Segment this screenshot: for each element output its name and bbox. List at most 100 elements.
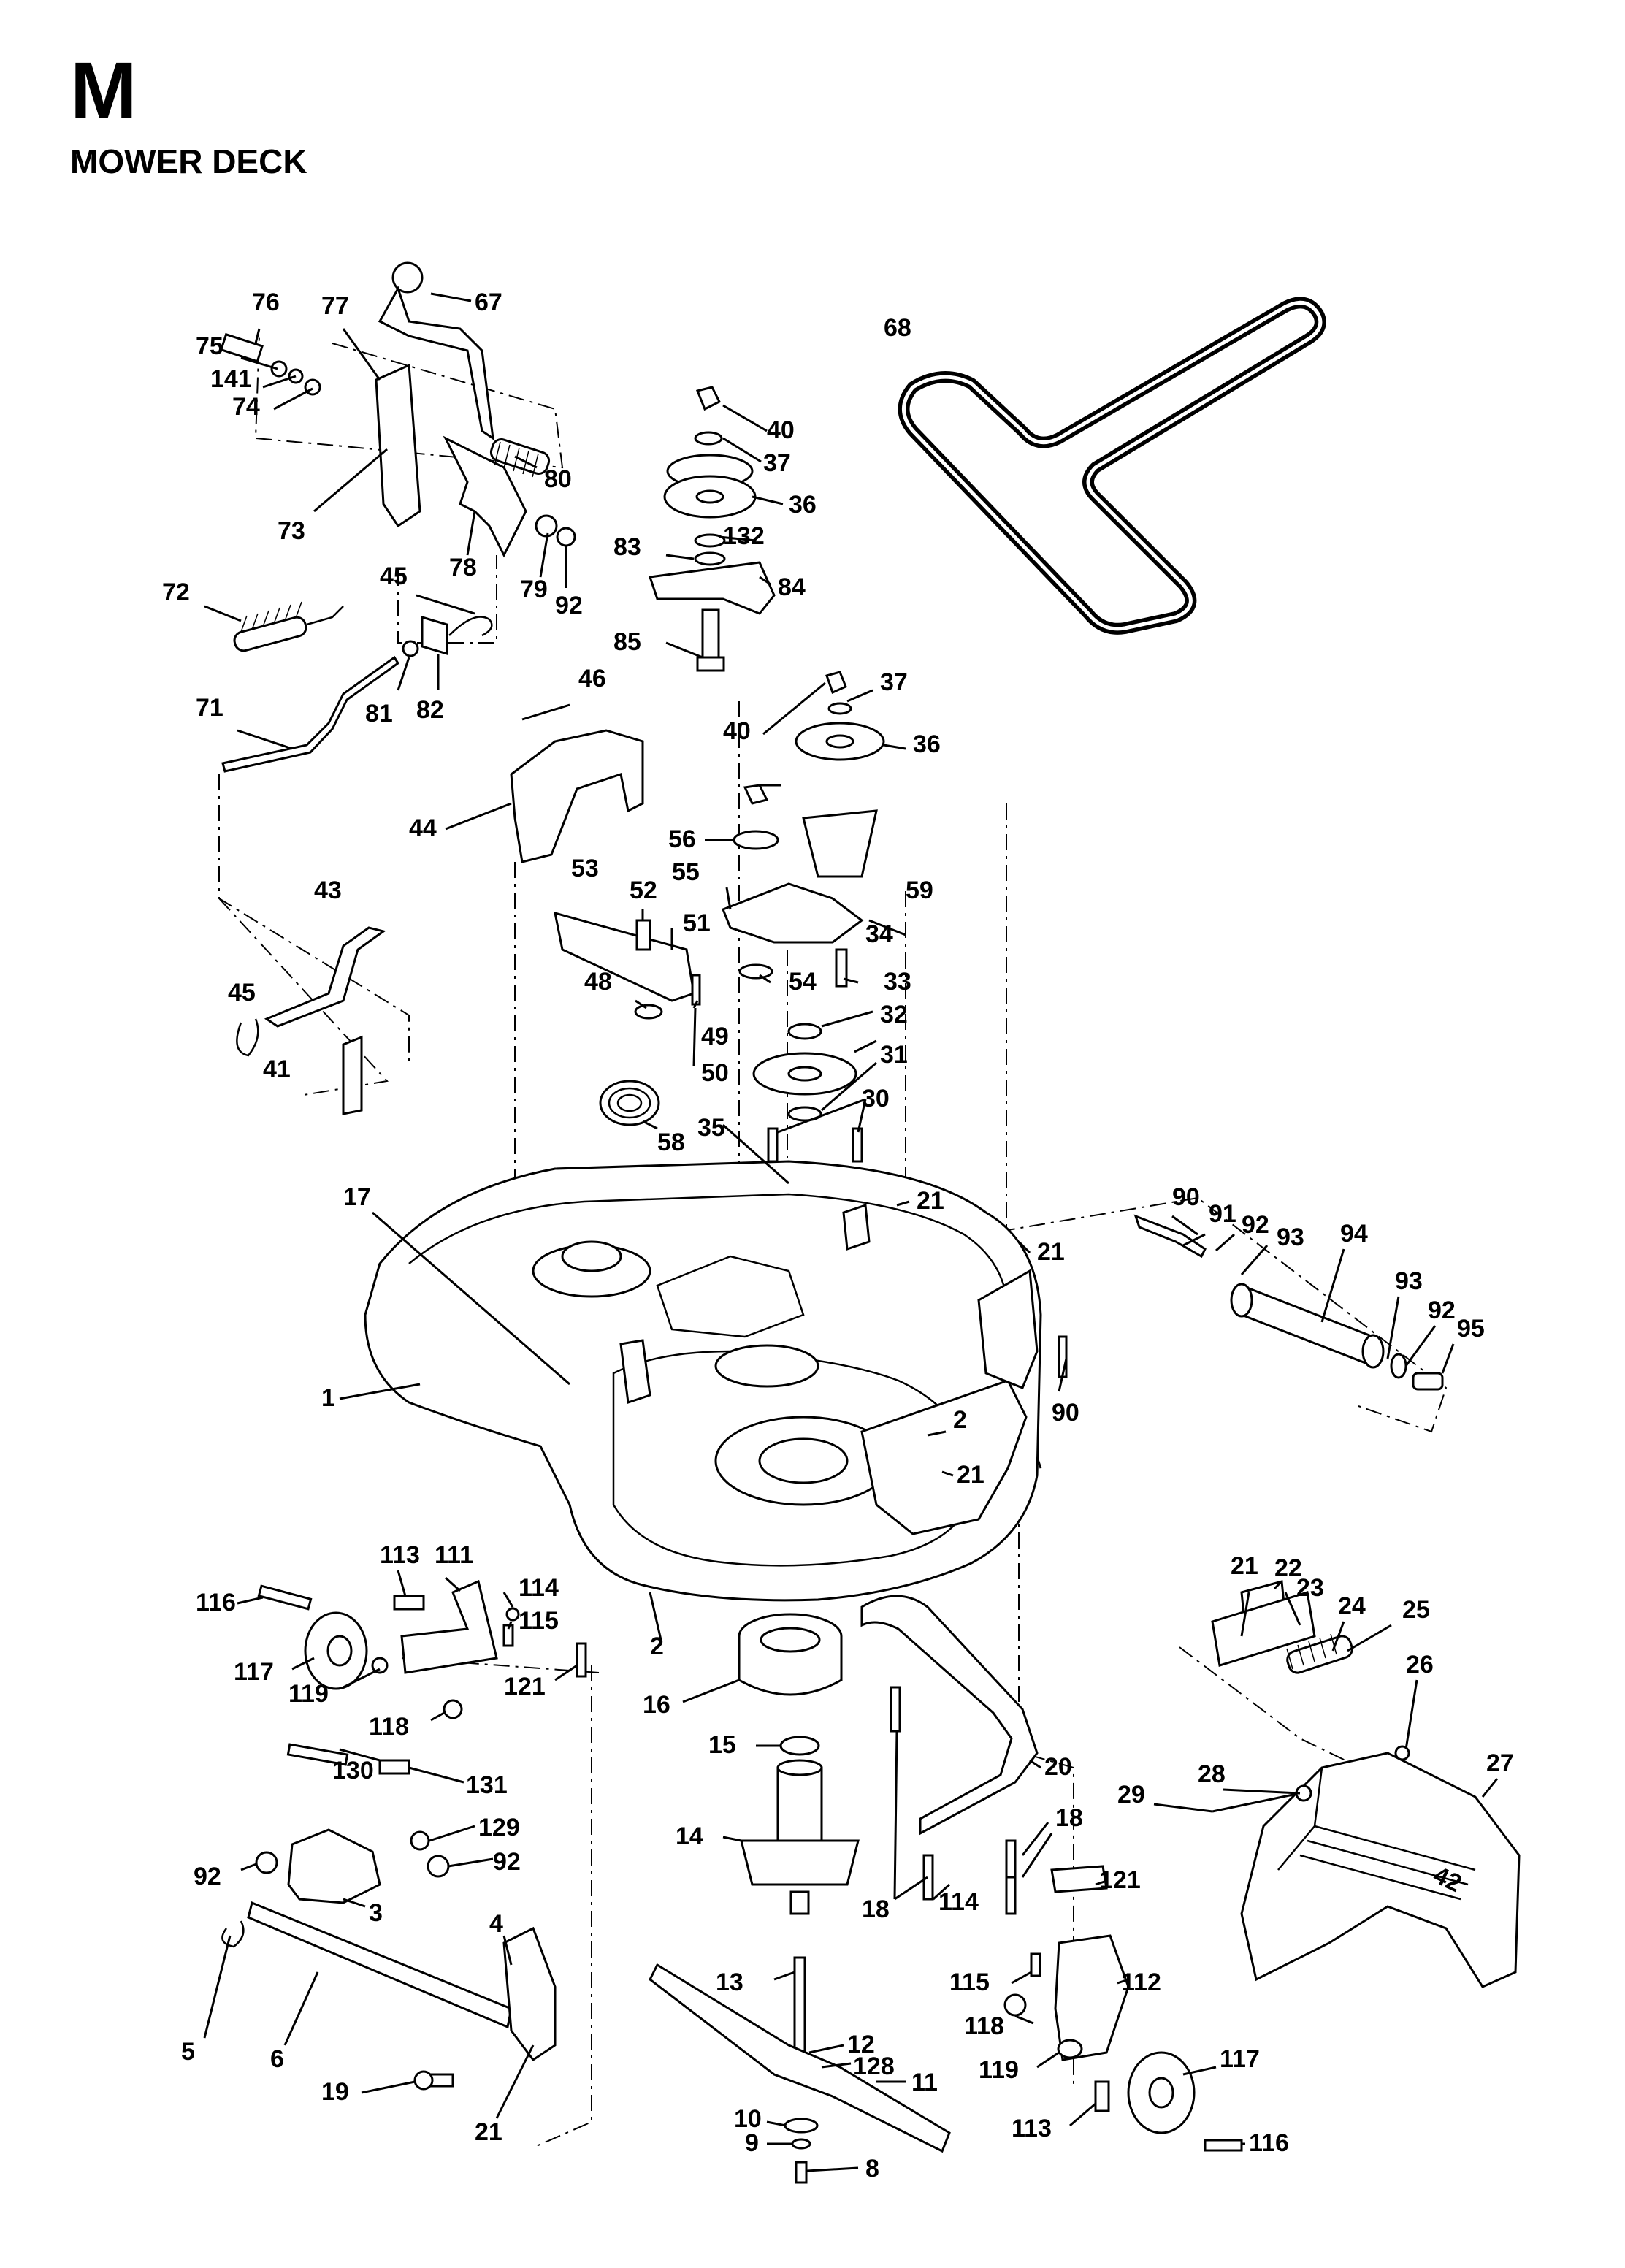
callout-92-d: 92 xyxy=(194,1863,221,1890)
callout-116-b: 116 xyxy=(1249,2129,1289,2157)
callout-55: 55 xyxy=(672,858,700,886)
callout-45-a: 45 xyxy=(380,562,408,590)
discharge-chute-27 xyxy=(1240,1752,1521,1988)
callout-36-b: 36 xyxy=(913,730,941,758)
section-title: MOWER DECK xyxy=(70,142,307,180)
callout-1: 1 xyxy=(321,1384,335,1412)
callout-78: 78 xyxy=(449,554,477,581)
callout-130: 130 xyxy=(332,1757,374,1784)
callout-41: 41 xyxy=(263,1055,291,1083)
callout-141: 141 xyxy=(210,365,252,393)
callout-73: 73 xyxy=(278,517,305,545)
callout-31: 31 xyxy=(880,1041,908,1069)
callout-2-a: 2 xyxy=(953,1406,967,1434)
baffle-20 xyxy=(860,1595,1039,1836)
callout-40-a: 40 xyxy=(767,416,795,444)
callout-71: 71 xyxy=(196,694,223,722)
callout-19: 19 xyxy=(321,2078,349,2106)
callout-80: 80 xyxy=(544,465,572,493)
callout-34: 34 xyxy=(865,920,893,948)
callout-93-b: 93 xyxy=(1395,1267,1423,1295)
callout-121-a: 121 xyxy=(504,1673,546,1700)
callout-93-a: 93 xyxy=(1277,1223,1304,1251)
callout-6: 6 xyxy=(270,2045,284,2073)
callout-90-a: 90 xyxy=(1172,1183,1200,1211)
callout-75: 75 xyxy=(196,332,223,360)
callout-28: 28 xyxy=(1198,1760,1226,1788)
section-letter: M xyxy=(70,46,137,136)
callout-9: 9 xyxy=(745,2129,759,2157)
callout-76: 76 xyxy=(252,289,280,316)
callout-79: 79 xyxy=(520,576,548,603)
callout-92-a: 92 xyxy=(555,592,583,619)
callout-119-a: 119 xyxy=(288,1680,329,1708)
callout-30: 30 xyxy=(862,1085,890,1112)
callout-23: 23 xyxy=(1296,1574,1324,1602)
callout-37-a: 37 xyxy=(763,449,791,477)
callout-20: 20 xyxy=(1044,1753,1072,1781)
callout-21-b: 21 xyxy=(1037,1238,1065,1266)
callout-33: 33 xyxy=(884,968,911,996)
callout-67: 67 xyxy=(475,289,502,316)
callout-14: 14 xyxy=(676,1822,703,1850)
callout-131: 131 xyxy=(466,1771,508,1799)
callout-51: 51 xyxy=(683,909,711,937)
callout-25: 25 xyxy=(1402,1596,1430,1624)
callout-81: 81 xyxy=(365,700,393,728)
callout-4: 4 xyxy=(489,1910,503,1938)
callout-24: 24 xyxy=(1338,1592,1366,1620)
callout-37-b: 37 xyxy=(880,668,908,696)
callout-45-b: 45 xyxy=(228,979,256,1007)
belt-68 xyxy=(898,297,1326,635)
callout-121-b: 121 xyxy=(1099,1866,1141,1894)
callout-36-a: 36 xyxy=(789,491,817,519)
callout-12: 12 xyxy=(847,2031,875,2058)
callout-43: 43 xyxy=(314,877,342,904)
callout-56: 56 xyxy=(668,825,696,853)
callout-116-a: 116 xyxy=(196,1589,236,1616)
callout-26: 26 xyxy=(1406,1651,1434,1679)
callout-91: 91 xyxy=(1209,1200,1236,1228)
callout-21-d: 21 xyxy=(1231,1552,1258,1580)
callout-8: 8 xyxy=(865,2155,879,2183)
callout-50: 50 xyxy=(701,1059,729,1087)
callout-112: 112 xyxy=(1121,1969,1161,1996)
leader-lines xyxy=(203,292,1499,2172)
callout-48: 48 xyxy=(584,968,612,996)
callout-90-b: 90 xyxy=(1052,1399,1079,1427)
callout-29: 29 xyxy=(1117,1781,1145,1809)
callout-115-b: 115 xyxy=(949,1969,990,1996)
callout-94: 94 xyxy=(1340,1220,1368,1248)
callout-129: 129 xyxy=(478,1814,520,1841)
callout-119-b: 119 xyxy=(979,2056,1019,2084)
part-drawings: 42 xyxy=(219,261,1521,2184)
callout-15: 15 xyxy=(708,1731,736,1759)
callout-21-c: 21 xyxy=(957,1461,984,1489)
callout-114-a: 114 xyxy=(519,1574,559,1602)
callout-84: 84 xyxy=(778,573,806,601)
callout-32: 32 xyxy=(880,1001,908,1028)
callout-16: 16 xyxy=(643,1691,670,1719)
callout-18-a: 18 xyxy=(1055,1804,1083,1832)
callout-18-b: 18 xyxy=(862,1895,890,1923)
callout-17: 17 xyxy=(343,1183,371,1211)
callout-35: 35 xyxy=(697,1114,725,1142)
callout-111: 111 xyxy=(435,1541,473,1569)
callout-118-a: 118 xyxy=(369,1713,409,1741)
callout-92-b: 92 xyxy=(1242,1211,1269,1239)
callout-113-a: 113 xyxy=(380,1541,420,1569)
callout-85: 85 xyxy=(613,628,641,656)
callout-2-b: 2 xyxy=(650,1633,664,1660)
callout-113-b: 113 xyxy=(1012,2115,1052,2142)
callout-labels: 67 76 77 75 141 74 73 80 78 79 92 72 45 … xyxy=(162,289,1514,2183)
callout-11: 11 xyxy=(911,2069,938,2096)
callout-10: 10 xyxy=(734,2105,762,2133)
blade-11 xyxy=(649,1963,951,2153)
callout-95: 95 xyxy=(1457,1315,1485,1343)
callout-46: 46 xyxy=(578,665,606,692)
callout-49: 49 xyxy=(701,1023,729,1050)
callout-92-e: 92 xyxy=(493,1848,521,1876)
callout-118-b: 118 xyxy=(964,2012,1004,2040)
callout-58: 58 xyxy=(657,1129,685,1156)
